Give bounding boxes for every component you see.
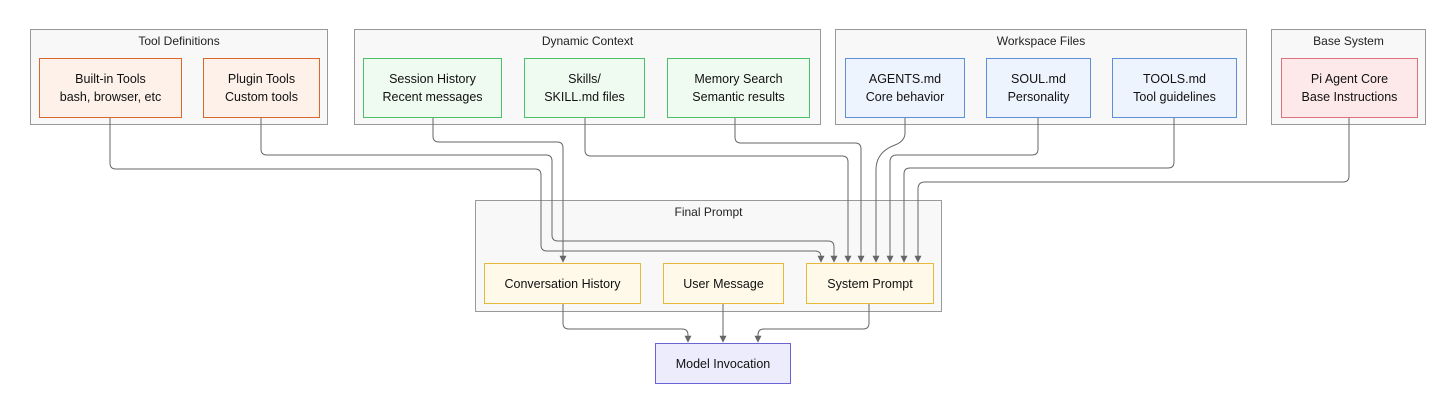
node-conversation-history-title: Conversation History [504,276,621,291]
node-memory-search: Memory Search Semantic results [667,58,810,118]
node-model-invocation: Model Invocation [655,343,791,384]
node-skills-subtitle: SKILL.md files [544,90,625,104]
edge-pi-agent-core-to-system-prompt [914,118,1350,263]
node-conversation-history: Conversation History [484,263,641,304]
node-plugin-tools-subtitle: Custom tools [225,90,298,104]
group-title-workspace-files: Workspace Files [996,34,1086,48]
node-user-message-title: User Message [683,276,764,291]
node-plugin-tools-title: Plugin Tools [227,72,296,86]
group-title-tool-definitions: Tool Definitions [138,34,220,48]
node-memory-search-title: Memory Search [694,72,783,86]
group-title-final-prompt: Final Prompt [674,205,743,219]
group-title-base-system: Base System [1313,34,1384,48]
node-memory-search-subtitle: Semantic results [692,90,785,104]
node-session-history: Session History Recent messages [363,58,502,118]
node-agents-md-subtitle: Core behavior [865,90,945,104]
node-soul-md-title: SOUL.md [1011,72,1066,86]
node-system-prompt-title: System Prompt [827,276,913,291]
node-builtin-tools-subtitle: bash, browser, etc [59,90,162,104]
node-soul-md: SOUL.md Personality [986,58,1091,118]
edge-tools-md-to-system-prompt [900,118,1175,263]
node-agents-md: AGENTS.md Core behavior [845,58,965,118]
node-pi-agent-core-title: Pi Agent Core [1310,72,1389,86]
node-builtin-tools-title: Built-in Tools [75,72,146,86]
node-plugin-tools: Plugin Tools Custom tools [203,58,320,118]
node-tools-md-subtitle: Tool guidelines [1133,90,1216,104]
node-system-prompt: System Prompt [806,263,934,304]
node-agents-md-title: AGENTS.md [868,72,942,86]
node-skills-title: Skills/ [568,72,601,86]
node-tools-md: TOOLS.md Tool guidelines [1112,58,1237,118]
group-title-dynamic-context: Dynamic Context [541,34,634,48]
node-session-history-subtitle: Recent messages [382,90,483,104]
node-builtin-tools: Built-in Tools bash, browser, etc [39,58,182,118]
node-user-message: User Message [663,263,784,304]
node-pi-agent-core-subtitle: Base Instructions [1301,90,1398,104]
node-session-history-title: Session History [389,72,476,86]
node-tools-md-title: TOOLS.md [1143,72,1206,86]
node-pi-agent-core: Pi Agent Core Base Instructions [1281,58,1418,118]
node-model-invocation-title: Model Invocation [675,356,771,371]
node-skills: Skills/ SKILL.md files [524,58,645,118]
node-soul-md-subtitle: Personality [1007,90,1070,104]
